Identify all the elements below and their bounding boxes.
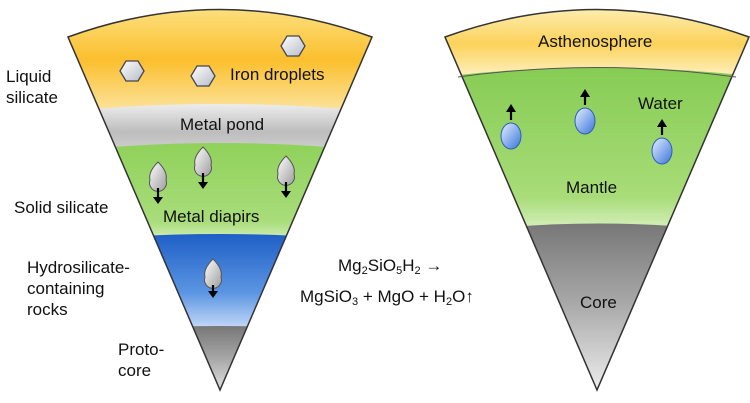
left-wedge-outline — [66, 8, 374, 392]
right-wedge-outline — [443, 8, 750, 392]
reaction-products: MgSiO3 + MgO + H2O↑ — [300, 287, 474, 308]
metal-diapirs-label: Metal diapirs — [163, 207, 259, 226]
water-drops — [500, 89, 673, 165]
hydrosilicate-label: Hydrosilicate- containing rocks — [27, 258, 130, 319]
metal-pond-label: Metal pond — [180, 115, 264, 134]
protocore-label: Proto- core — [118, 340, 165, 380]
iron-droplet-icon — [119, 60, 145, 82]
iron-droplet-icon — [190, 65, 216, 87]
diapir-drop-icon — [204, 258, 222, 298]
reaction-reactant: Mg2SiO5H2 → — [338, 256, 443, 277]
mantle-layer — [445, 67, 749, 240]
iron-droplets-label: Iron droplets — [230, 65, 325, 84]
liquid-silicate-label: Liquid silicate — [6, 67, 58, 107]
mantle-label: Mantle — [566, 178, 617, 197]
water-drop-icon — [574, 89, 596, 135]
water-drop-icon — [651, 119, 673, 165]
diapir-drop-icon — [194, 146, 212, 189]
solid-silicate-label: Solid silicate — [14, 198, 109, 217]
water-label: Water — [638, 94, 683, 113]
liquid-silicate-layer — [68, 9, 372, 120]
asthenosphere-label: Asthenosphere — [538, 32, 652, 51]
solid-silicate-layer — [68, 143, 372, 248]
iron-droplets — [119, 35, 306, 87]
metal-diapirs — [149, 146, 295, 298]
right-wedge — [445, 9, 749, 390]
core-label: Core — [580, 293, 617, 312]
diapir-drop-icon — [277, 155, 295, 198]
water-drop-icon — [500, 104, 522, 150]
diapir-drop-icon — [149, 161, 167, 204]
iron-droplet-icon — [280, 35, 306, 57]
mantle-top-boundary — [457, 67, 737, 78]
